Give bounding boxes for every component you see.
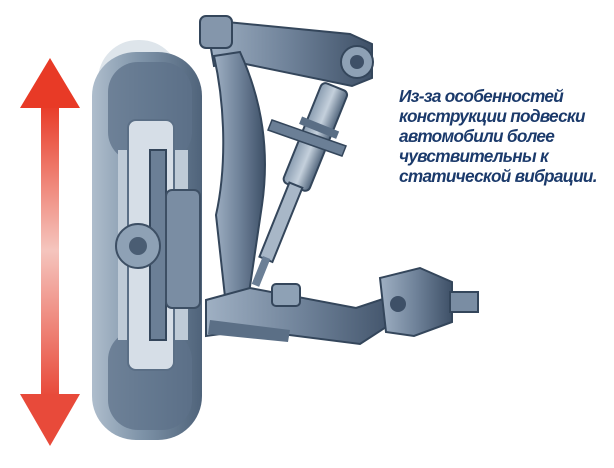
steering-knuckle: [212, 50, 267, 308]
upper-control-arm: [199, 15, 374, 88]
caption-line: автомобили более: [399, 126, 555, 146]
caption-line: конструкции подвески: [399, 106, 585, 126]
vertical-vibration-arrow-icon: [20, 58, 80, 446]
caption-line: Из-за особенностей: [399, 86, 564, 106]
wheel-tire: [92, 40, 202, 440]
arrow-shaft: [41, 104, 59, 396]
caption-line: чувствительны к: [399, 146, 549, 166]
lower-control-arm: [205, 283, 402, 346]
vibration-caption: Из-за особенностей конструкции подвески …: [399, 86, 611, 186]
arrow-head-up: [20, 58, 80, 108]
shock-absorber: [251, 82, 349, 287]
arrow-head-down: [20, 394, 80, 446]
steering-rack: [378, 266, 479, 338]
caption-line: статической вибрации.: [399, 166, 597, 186]
